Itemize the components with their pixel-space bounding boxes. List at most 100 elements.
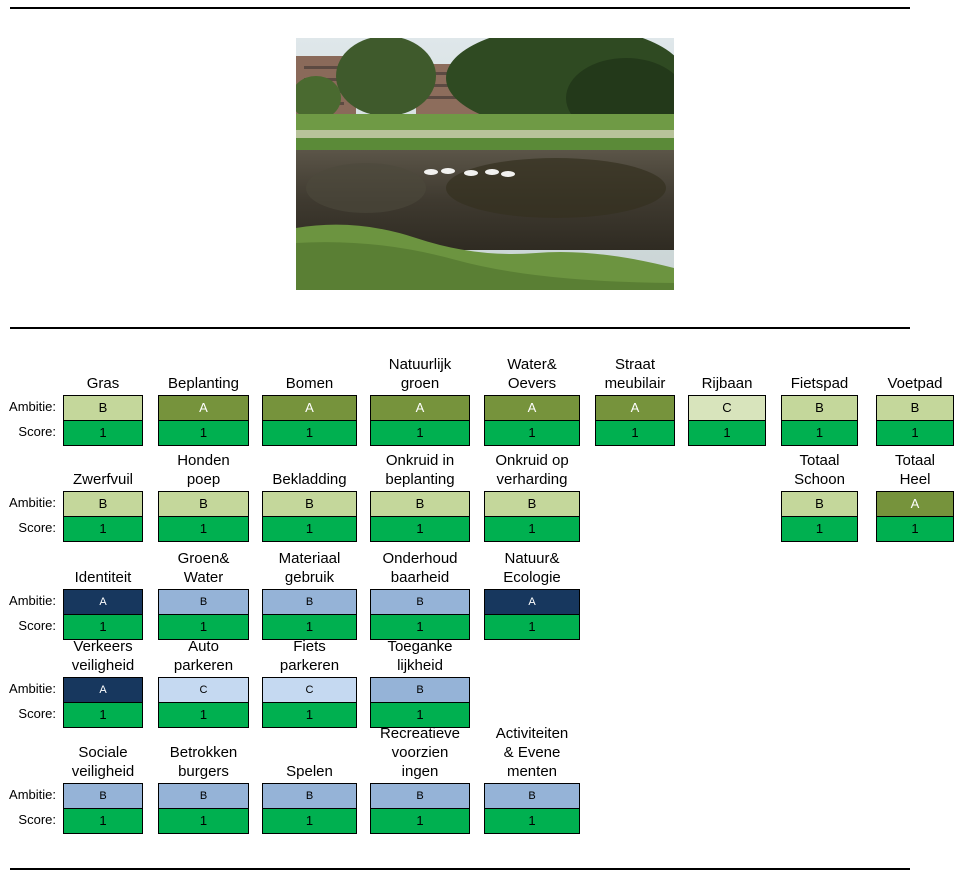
category-title: Verkeers veiligheid — [71, 638, 135, 674]
score-label: Score: — [18, 424, 56, 439]
ambitie-cell: B — [158, 589, 249, 615]
category-title: Betrokken burgers — [169, 744, 238, 780]
ambitie-cell: A — [262, 395, 357, 421]
score-cell: 1 — [262, 614, 357, 640]
category-title: Toeganke lijkheid — [387, 638, 453, 674]
ambitie-cell: A — [63, 677, 143, 703]
ambitie-cell: B — [262, 783, 357, 809]
score-cell: 1 — [262, 516, 357, 542]
category-title: Zwerfvuil — [72, 471, 133, 488]
ambitie-cell: B — [63, 491, 143, 517]
ambitie-cell: A — [63, 589, 143, 615]
category-title: Rijbaan — [701, 375, 753, 392]
ambitie-cell: B — [370, 677, 470, 703]
score-label: Score: — [18, 812, 56, 827]
ambitie-cell: B — [262, 491, 357, 517]
ambitie-cell: A — [370, 395, 470, 421]
top-rule — [10, 7, 910, 9]
category-title: Onkruid in beplanting — [385, 452, 455, 488]
ambitie-cell: B — [781, 491, 858, 517]
category-title: Totaal Schoon — [794, 452, 845, 488]
score-cell: 1 — [158, 614, 249, 640]
ambitie-cell: B — [370, 491, 470, 517]
ambitie-cell: B — [781, 395, 858, 421]
score-cell: 1 — [262, 420, 357, 446]
ambitie-cell: B — [484, 491, 580, 517]
category-title: Identiteit — [74, 569, 132, 586]
score-cell: 1 — [370, 702, 470, 728]
ambitie-cell: C — [688, 395, 766, 421]
category-title: Recreatieve voorzien ingen — [379, 725, 461, 780]
category-title: Voetpad — [887, 375, 943, 392]
score-cell: 1 — [781, 420, 858, 446]
ambitie-cell: C — [262, 677, 357, 703]
ambitie-cell: A — [484, 589, 580, 615]
middle-rule — [10, 327, 910, 329]
category-title: Materiaal gebruik — [278, 550, 341, 586]
category-title: Straat meubilair — [604, 356, 666, 392]
score-cell: 1 — [262, 808, 357, 834]
ambitie-cell: C — [158, 677, 249, 703]
category-title: Fiets parkeren — [279, 638, 340, 674]
category-title: Onkruid op verharding — [495, 452, 569, 488]
score-cell: 1 — [63, 516, 143, 542]
score-cell: 1 — [63, 808, 143, 834]
score-cell: 1 — [876, 420, 954, 446]
score-cell: 1 — [484, 808, 580, 834]
score-cell: 1 — [63, 702, 143, 728]
category-title: Honden poep — [177, 452, 230, 488]
ambitie-label: Ambitie: — [9, 681, 56, 696]
score-cell: 1 — [158, 516, 249, 542]
score-cell: 1 — [158, 420, 249, 446]
ambitie-cell: A — [158, 395, 249, 421]
category-title: Natuurlijk groen — [388, 356, 452, 392]
score-cell: 1 — [63, 614, 143, 640]
category-title: Spelen — [286, 763, 333, 780]
ambitie-cell: A — [595, 395, 675, 421]
score-cell: 1 — [781, 516, 858, 542]
ambitie-label: Ambitie: — [9, 593, 56, 608]
score-cell: 1 — [370, 420, 470, 446]
ambitie-cell: B — [158, 783, 249, 809]
category-title: Bomen — [285, 375, 334, 392]
ambitie-cell: A — [876, 491, 954, 517]
category-title: Water& Oevers — [507, 356, 557, 392]
category-title: Auto parkeren — [173, 638, 234, 674]
category-title: Gras — [86, 375, 120, 392]
ambitie-cell: B — [63, 395, 143, 421]
score-cell: 1 — [262, 702, 357, 728]
category-title: Groen& Water — [177, 550, 230, 586]
ambitie-cell: B — [158, 491, 249, 517]
score-cell: 1 — [370, 614, 470, 640]
category-title: Onderhoud baarheid — [382, 550, 458, 586]
score-cell: 1 — [370, 516, 470, 542]
ambitie-label: Ambitie: — [9, 495, 56, 510]
category-title: Bekladding — [272, 471, 347, 488]
score-label: Score: — [18, 520, 56, 535]
score-cell: 1 — [484, 516, 580, 542]
ambitie-cell: B — [262, 589, 357, 615]
score-cell: 1 — [595, 420, 675, 446]
score-cell: 1 — [158, 808, 249, 834]
ambitie-cell: B — [370, 783, 470, 809]
category-title: Sociale veiligheid — [71, 744, 135, 780]
ambitie-cell: B — [484, 783, 580, 809]
score-cell: 1 — [484, 420, 580, 446]
score-cell: 1 — [876, 516, 954, 542]
score-label: Score: — [18, 706, 56, 721]
category-title: Fietspad — [790, 375, 849, 392]
ambitie-cell: B — [63, 783, 143, 809]
category-title: Beplanting — [168, 375, 239, 392]
ambitie-label: Ambitie: — [9, 787, 56, 802]
score-label: Score: — [18, 618, 56, 633]
category-title: Natuur& Ecologie — [503, 550, 561, 586]
category-title: Activiteiten & Evene menten — [495, 725, 569, 780]
ambitie-cell: A — [484, 395, 580, 421]
ambitie-cell: B — [370, 589, 470, 615]
ambitie-label: Ambitie: — [9, 399, 56, 414]
score-cell: 1 — [63, 420, 143, 446]
score-cell: 1 — [484, 614, 580, 640]
ambitie-cell: B — [876, 395, 954, 421]
category-title: Totaal Heel — [894, 452, 936, 488]
score-cell: 1 — [158, 702, 249, 728]
